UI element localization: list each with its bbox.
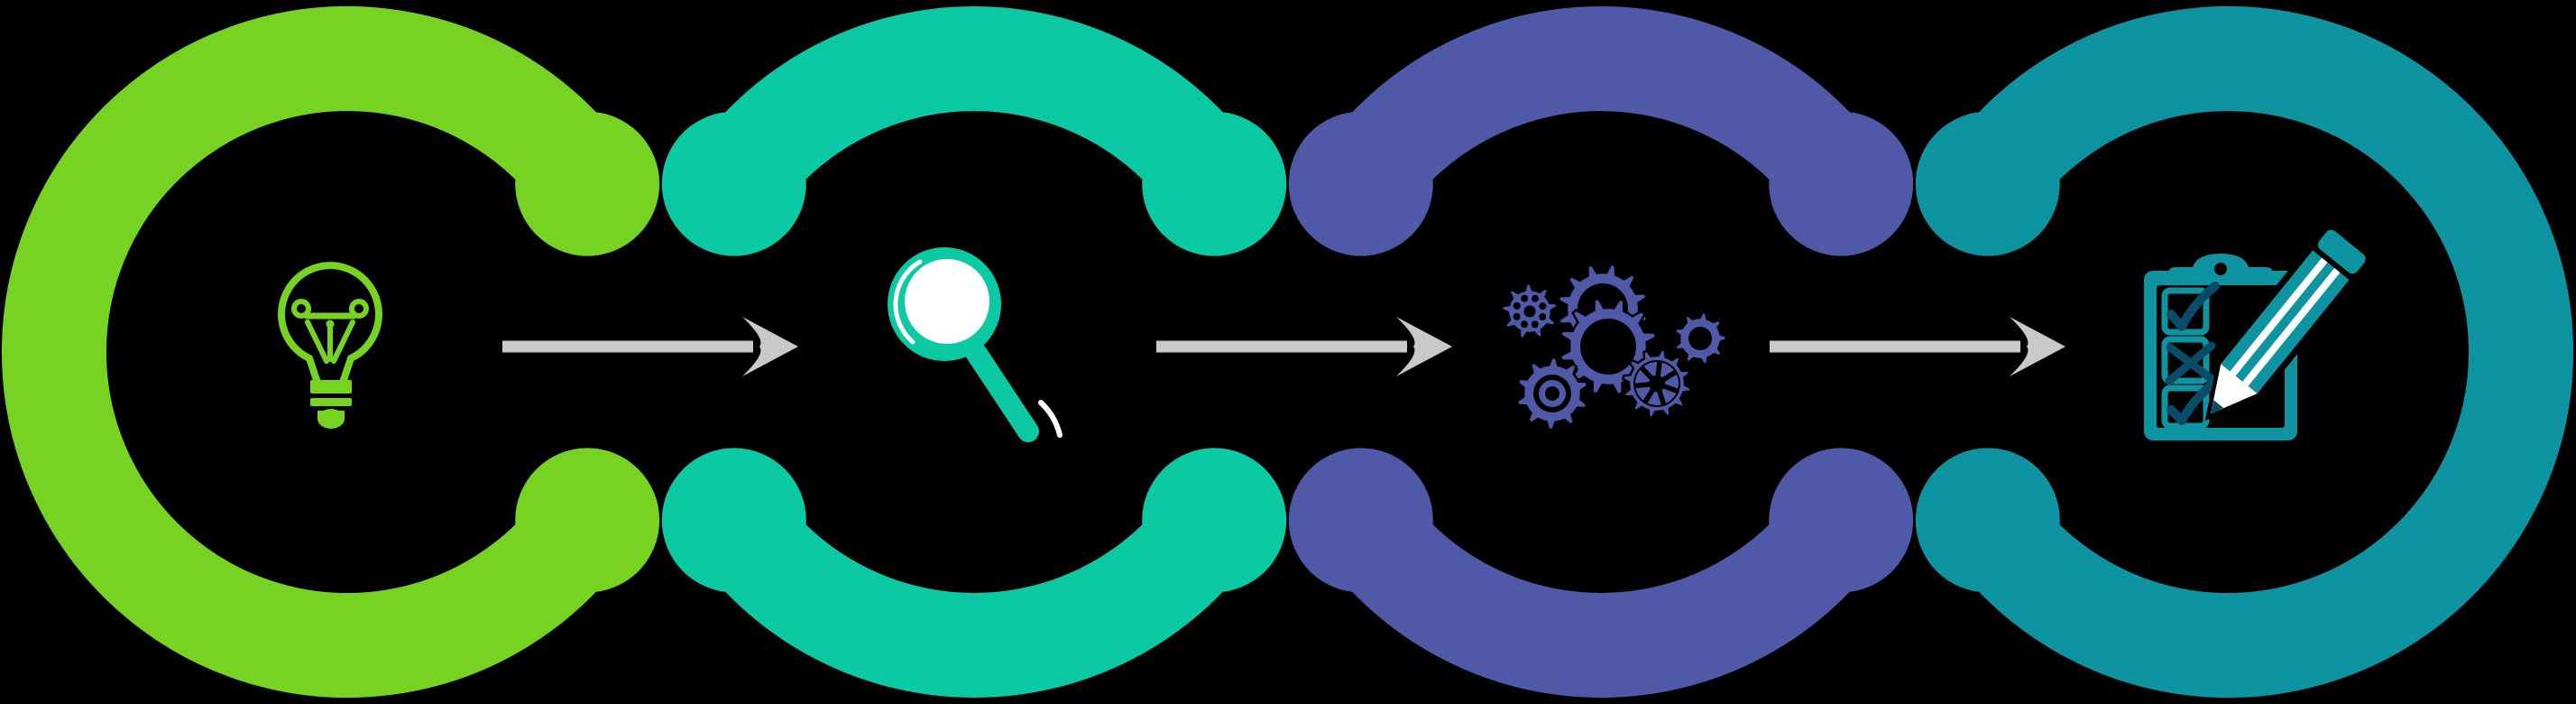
flow-arrow-1 — [502, 317, 798, 376]
checkbox-2 — [2161, 336, 2210, 384]
flow-arrow-2 — [1156, 317, 1452, 376]
ring-magnifying-glass — [661, 6, 1287, 698]
checkbox-1 — [2161, 287, 2210, 336]
clipboard-checklist-icon — [2144, 220, 2376, 440]
check-mark-1 — [2167, 282, 2220, 331]
gears-icon — [1500, 263, 1728, 431]
check-mark-2 — [2167, 377, 2220, 425]
ring-clipboard-checklist — [1915, 6, 2574, 698]
ring-lightbulb — [1, 6, 660, 698]
ring-gears — [1288, 6, 1914, 698]
cross-mark — [2165, 341, 2216, 385]
lightbulb-icon — [278, 262, 382, 429]
pencil-icon — [2204, 220, 2376, 421]
checkbox-3 — [2161, 384, 2210, 430]
flow-arrow-3 — [1770, 317, 2065, 376]
magnifying-glass-icon — [888, 247, 1063, 442]
